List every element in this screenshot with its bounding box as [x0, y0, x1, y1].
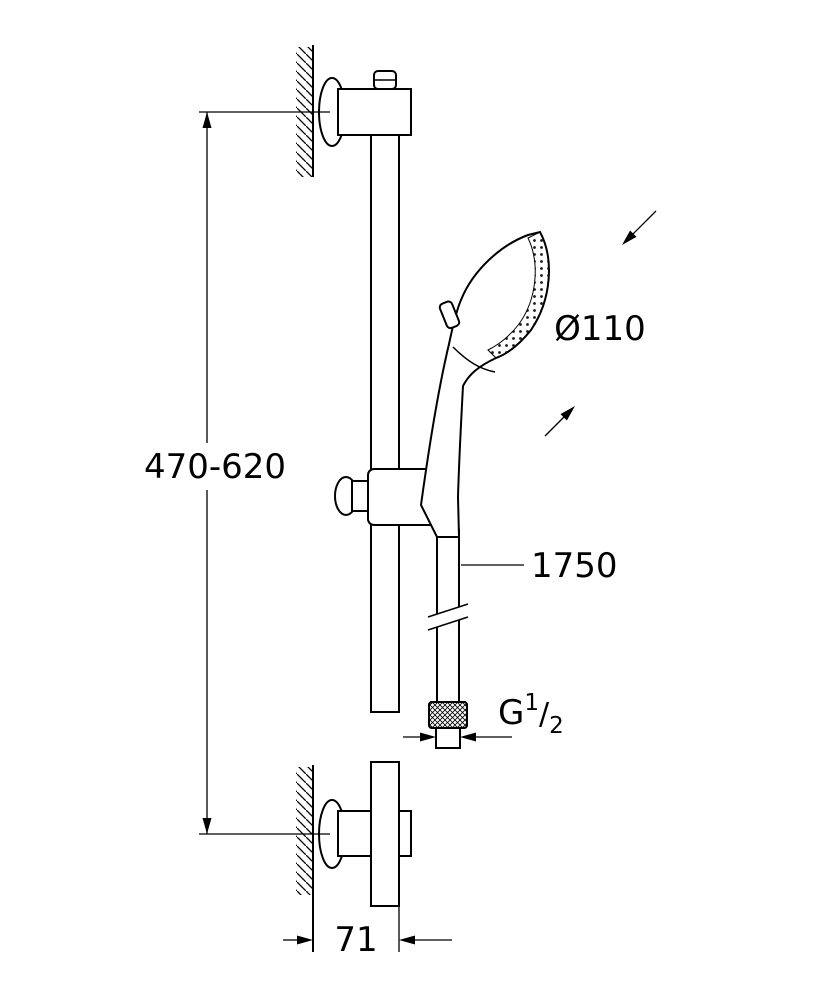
hose-thread — [435, 727, 461, 749]
thread-slash: / — [539, 697, 550, 732]
dimension-mounting-height: 470-620 — [144, 111, 330, 835]
spray-face — [487, 231, 550, 359]
arrow-left-icon — [399, 935, 415, 945]
slide-rail-lower — [370, 761, 400, 907]
dimension-hose-length: 1750 — [461, 546, 618, 586]
head-neck-line — [452, 346, 496, 373]
bracket-body-top — [337, 88, 412, 136]
arrow-right-icon — [420, 732, 436, 742]
hose-nut-knurl — [428, 701, 468, 729]
arrow-upright-icon — [560, 406, 575, 421]
dimension-thread: G1/2 — [403, 690, 564, 742]
thread-numerator: 1 — [524, 690, 539, 716]
head-diameter-label: Ø110 — [554, 309, 646, 349]
hose-break-gap — [428, 604, 468, 630]
mounting-bracket-top — [318, 70, 412, 147]
slide-rail-upper — [370, 134, 400, 713]
thread-label: G1/2 — [498, 690, 564, 739]
wall-section-bottom — [296, 765, 314, 952]
mounting-height-label: 470-620 — [144, 447, 286, 487]
arrow-downleft-icon — [622, 230, 637, 245]
wall-hatch-bottom — [296, 767, 313, 895]
diameter-ext-line-bottom — [544, 414, 567, 437]
arrow-up-icon — [202, 112, 212, 128]
thread-letter: G — [498, 693, 524, 733]
wall-section-top — [296, 45, 314, 177]
dimension-wall-distance: 71 — [283, 906, 452, 960]
wall-distance-label: 71 — [334, 920, 377, 960]
hose-break-line-1 — [427, 603, 469, 618]
dimension-head-diameter: Ø110 — [544, 210, 657, 437]
hose-break-line-2 — [427, 616, 469, 631]
arrow-down-icon — [202, 818, 212, 834]
hose-length-label: 1750 — [531, 546, 618, 586]
thread-denominator: 2 — [549, 713, 564, 739]
arrow-left-icon — [460, 732, 476, 742]
hand-shower — [419, 230, 550, 538]
hand-shower-body — [419, 230, 550, 538]
diameter-ext-line-top — [629, 210, 657, 238]
arrow-right-icon — [297, 935, 313, 945]
diverter-button — [438, 300, 461, 330]
shower-hose — [427, 529, 469, 749]
